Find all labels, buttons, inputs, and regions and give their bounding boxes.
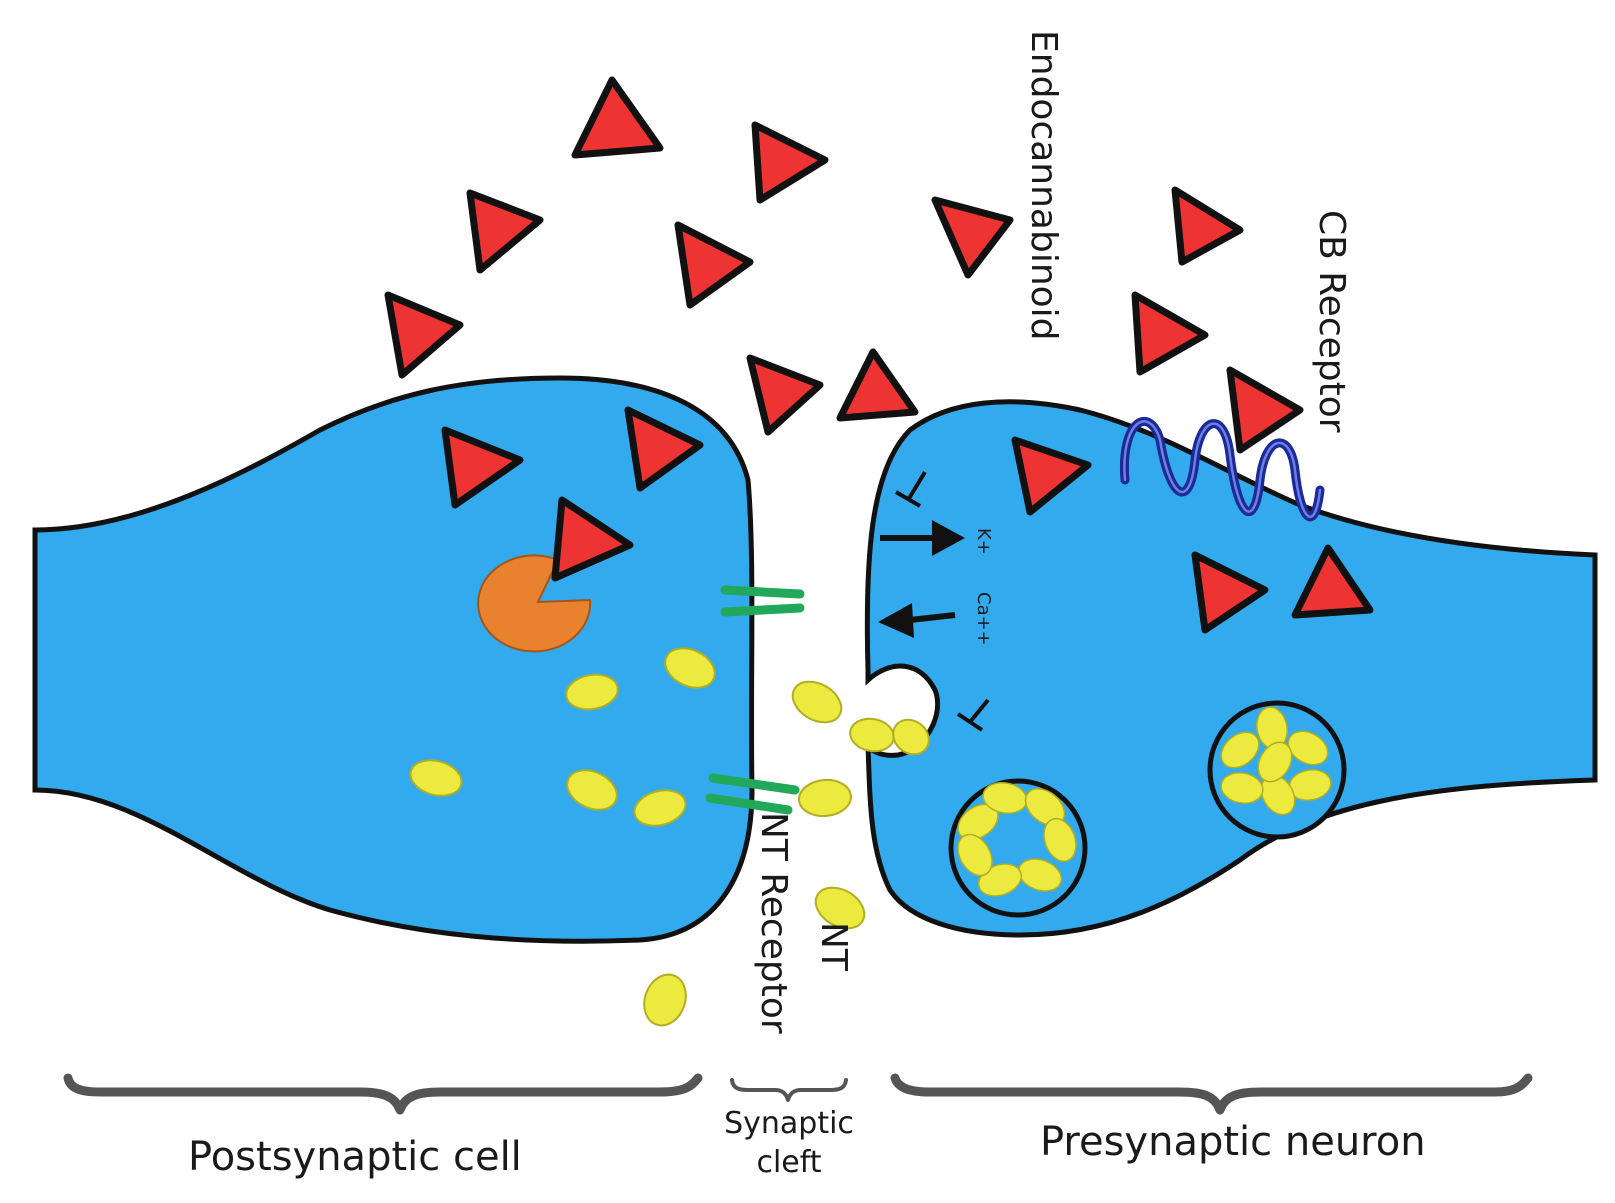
k-plus-arrow [880,520,965,556]
nt-molecule [633,789,687,827]
postsynaptic-cell-label: Postsynaptic cell [188,1134,522,1180]
endocannabinoid-molecule [441,426,524,509]
vesicle-left [948,778,1088,918]
nt-label: NT [813,922,854,972]
endocannabinoid-molecule [1171,186,1244,266]
nt-molecule [814,886,866,930]
endocannabinoid-molecule [466,189,544,274]
endocannabinoid-molecule [1011,436,1092,516]
synaptic-cleft-brace [730,1078,848,1102]
endocannabinoid-molecule [624,406,704,492]
endocannabinoids [384,76,1374,634]
enzyme-icon [477,554,592,653]
inhibition-tee-icon-lower [956,698,990,732]
endocannabinoid-molecule [384,291,464,379]
endocannabinoid-molecule [751,121,829,204]
inhibition-tee-icon-upper [894,470,927,508]
postsynaptic-brace [63,1073,703,1115]
ca-plus-arrow [878,603,956,638]
k-plus-label: K+ [973,528,994,555]
cb-receptor-highlight [1123,420,1322,518]
nt-receptor-upper [720,585,805,617]
nt-receptor-label: NT Receptor [753,812,794,1034]
synaptic-cleft-label-line2: cleft [756,1145,821,1180]
neurotransmitters [409,647,930,1027]
nt-molecule [892,718,930,756]
endocannabinoid-molecule [674,221,754,309]
endocannabinoid-molecule [551,496,634,582]
endocannabinoid-molecule [1226,366,1304,454]
endocannabinoid-molecule [1291,544,1374,619]
endocannabinoid-molecule [931,196,1014,279]
nt-molecule [798,778,852,818]
nt-molecule [791,680,843,724]
nt-molecule [565,673,619,711]
presynaptic-brace [890,1073,1533,1115]
nt-receptor-lower [705,773,800,815]
nt-molecule [409,759,463,797]
endocannabinoid-molecule [1191,551,1269,634]
ca-plus-label: Ca++ [973,592,994,646]
nt-molecule [849,717,895,753]
nt-molecule [566,769,618,811]
vesicle-right [1207,700,1347,840]
nt-molecule [664,647,716,689]
endocannabinoid-molecule [571,76,664,159]
cb-receptor-label: CB Receptor [1311,210,1352,433]
endocannabinoid-molecule [1131,291,1209,376]
endocannabinoid-molecule [746,354,824,436]
endocannabinoid-molecule [836,348,919,422]
nt-molecule [643,973,687,1027]
synaptic-cleft-label-line1: Synaptic [724,1106,854,1141]
endocannabinoid-label: Endocannabinoid [1023,30,1064,341]
presynaptic-neuron-label: Presynaptic neuron [1040,1119,1426,1165]
